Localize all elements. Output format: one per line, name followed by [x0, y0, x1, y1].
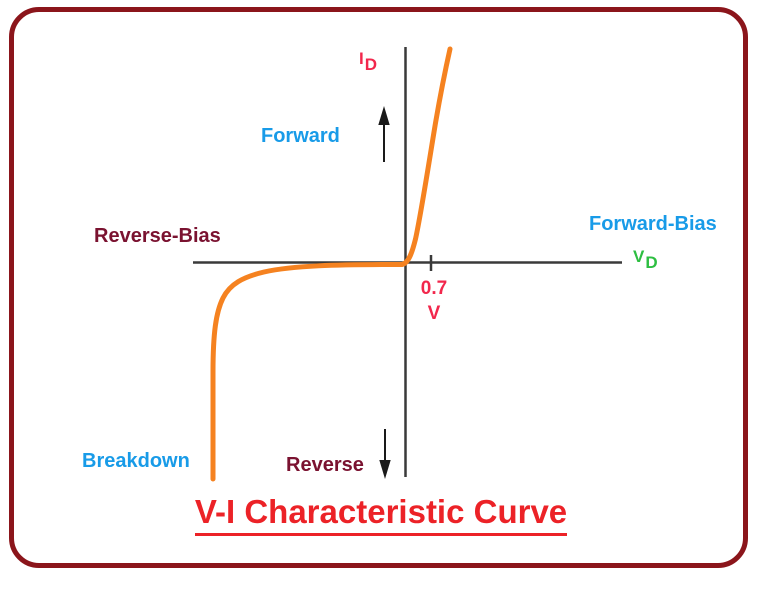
down-arrow-icon	[379, 429, 391, 479]
up-arrow-icon	[378, 106, 390, 162]
forward-bias-label: Forward-Bias	[589, 213, 717, 235]
diagram-border-frame	[9, 7, 748, 568]
knee-voltage-unit: V	[427, 303, 441, 324]
x-axis-subscript: D	[645, 253, 658, 272]
reverse-bias-label: Reverse-Bias	[94, 225, 221, 247]
x-axis-symbol: V	[633, 247, 645, 266]
y-axis-symbol: I	[359, 49, 364, 68]
x-axis-label: VD	[633, 247, 658, 272]
page-title: V-I Characteristic Curve	[194, 493, 568, 536]
reverse-label: Reverse	[286, 454, 364, 476]
diode-characteristic-curve	[210, 46, 453, 482]
y-axis-label: ID	[359, 49, 377, 74]
knee-voltage-value: 0.7	[420, 278, 448, 299]
title-container: V-I Characteristic Curve	[0, 493, 762, 536]
breakdown-label: Breakdown	[82, 450, 190, 472]
forward-label: Forward	[261, 125, 340, 147]
knee-voltage-annotation: 0.7 V	[408, 276, 460, 326]
y-axis-subscript: D	[364, 55, 378, 74]
